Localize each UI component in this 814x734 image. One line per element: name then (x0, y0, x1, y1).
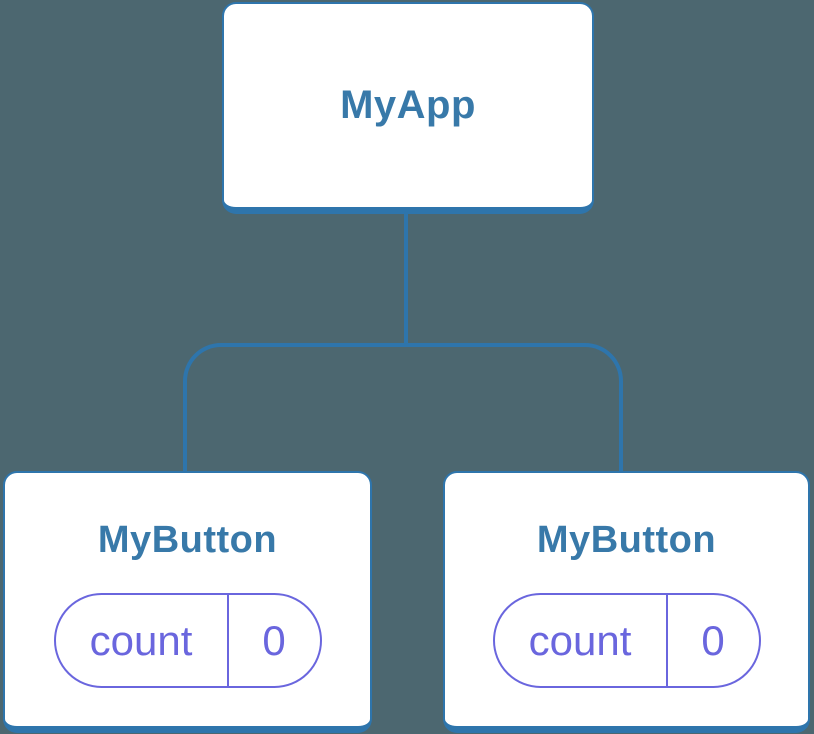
state-key-label: count (528, 616, 632, 664)
child-component-node-right: MyButton count 0 (443, 471, 810, 733)
child-component-node-left: MyButton count 0 (3, 471, 372, 733)
child-component-label: MyButton (97, 519, 278, 561)
state-key-label: count (89, 616, 193, 664)
state-pill: count 0 (492, 593, 761, 688)
child-component-label: MyButton (536, 519, 717, 561)
state-value: 0 (665, 595, 759, 686)
state-pill: count 0 (53, 593, 322, 688)
root-component-label: MyApp (340, 83, 476, 127)
root-component-node: MyApp (222, 2, 594, 214)
branch-connector-bracket (183, 343, 623, 471)
root-connector-line (404, 214, 408, 344)
state-value: 0 (226, 595, 320, 686)
